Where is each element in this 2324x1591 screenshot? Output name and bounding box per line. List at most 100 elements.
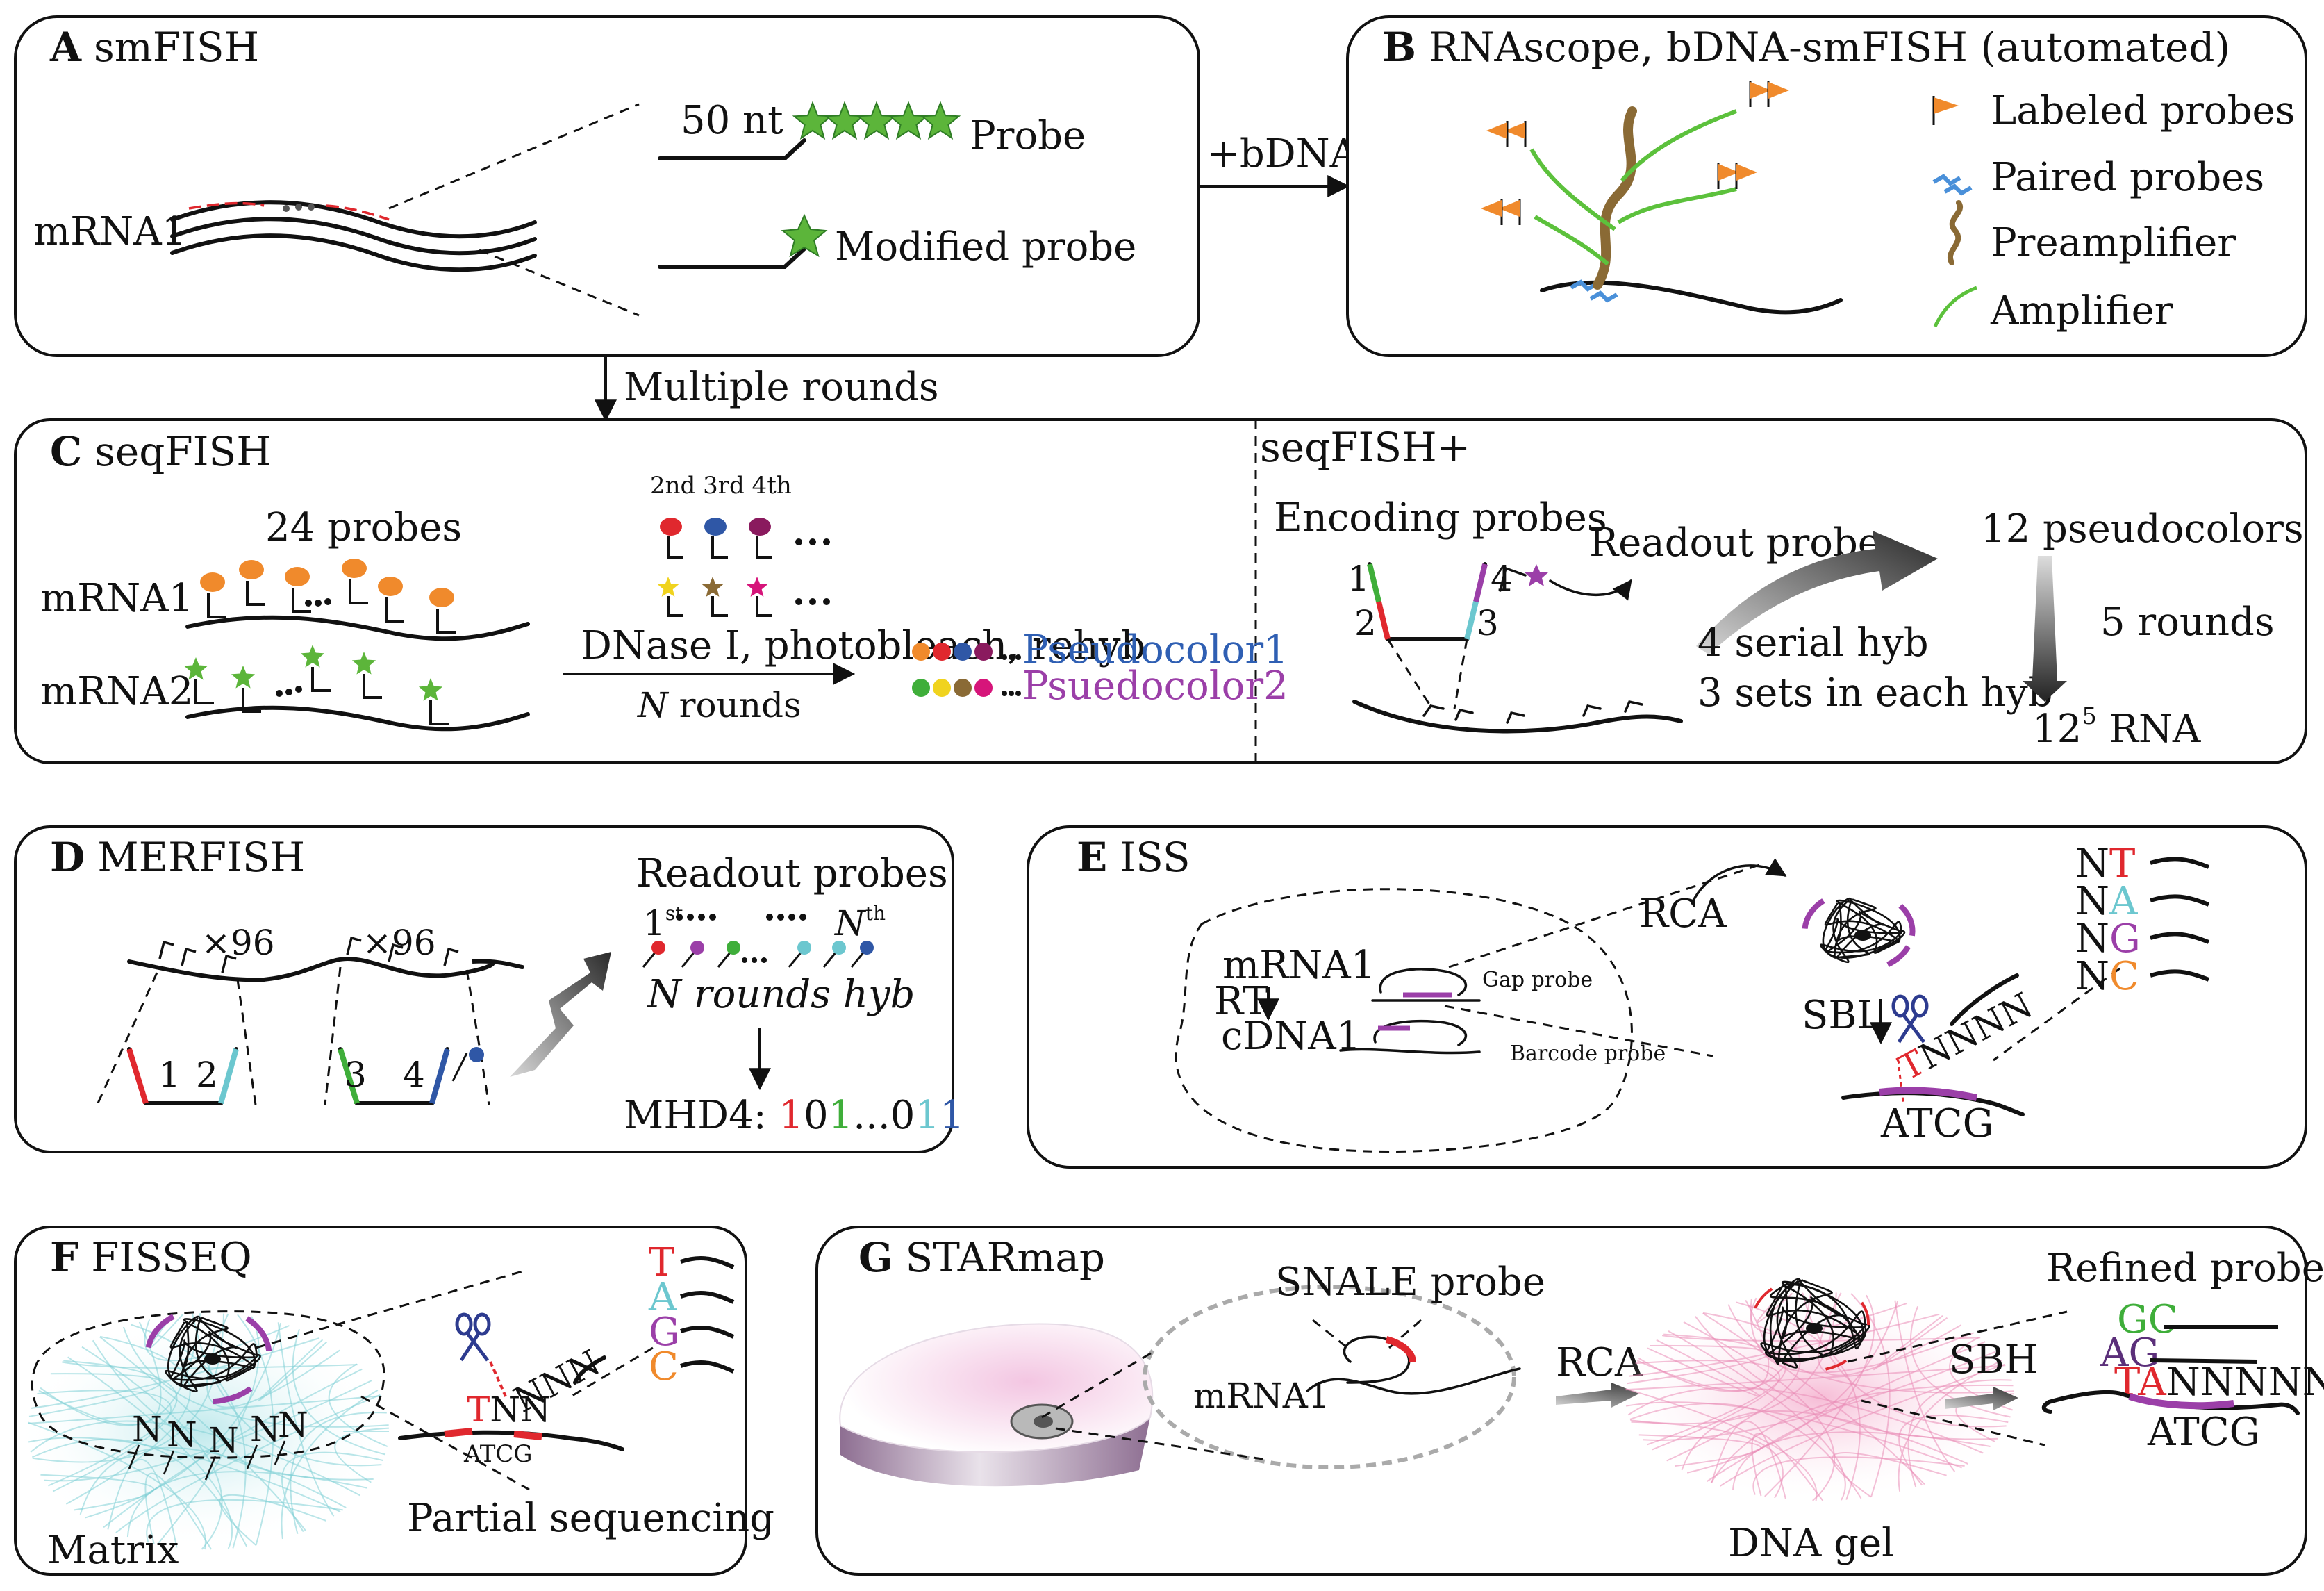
matrix-label: Matrix — [47, 1528, 179, 1573]
svg-text:MHD4: 101...011: MHD4: 101...011 — [624, 1093, 965, 1138]
n-label: N — [208, 1420, 239, 1460]
mrna1-label: mRNA1 — [40, 576, 193, 621]
cdna-label: cDNA1 — [1221, 1014, 1361, 1059]
pseudocolor-dot — [974, 679, 993, 697]
readout-dot — [727, 941, 740, 955]
base-label: A — [648, 1275, 677, 1320]
pseudocolor1-label: Pseudocolor1 — [1022, 627, 1288, 673]
svg-text:125 RNA: 125 RNA — [2032, 702, 2201, 752]
probe-graphic: 50 nt Probe Modified probe — [658, 98, 1136, 270]
orange-probe-icon — [378, 577, 404, 623]
pseudocolor-dot — [912, 679, 930, 697]
legend-preamp: Preamplifier — [1991, 220, 2236, 265]
base-label: NG — [2075, 916, 2141, 962]
flag-icon — [1932, 96, 1959, 125]
round-probe-icon — [660, 518, 683, 559]
svg-text:Nth: Nth — [834, 902, 886, 943]
lightning-arrow-icon — [510, 952, 611, 1077]
first-label: 1 — [643, 903, 665, 943]
down-arrow-icon — [2023, 556, 2067, 702]
orange-probe-icon — [200, 572, 226, 618]
n-italic: N — [637, 685, 670, 725]
pseudocolor2-label: Psuedocolor2 — [1022, 663, 1288, 709]
d-region-3: 3 — [345, 1055, 367, 1095]
n-label: N — [167, 1415, 197, 1455]
pseudocolor-dots — [912, 643, 1021, 697]
round-probe-icon — [746, 577, 772, 617]
panel-d-letter: D — [50, 834, 85, 881]
round-probe-icon — [657, 577, 683, 617]
panel-c-letter: C — [50, 428, 82, 475]
mrna2-label: mRNA2 — [40, 669, 193, 714]
d-region-4: 4 — [403, 1055, 425, 1095]
readout-dots — [676, 914, 806, 963]
star-probe-icon — [231, 666, 261, 713]
nth-sup: th — [865, 902, 886, 925]
gap-probe-label: Gap probe — [1482, 968, 1593, 992]
zigzag-icon — [1932, 174, 1973, 196]
base-label: G — [649, 1310, 680, 1355]
d-region-1: 1 — [158, 1055, 181, 1095]
n-rounds: rounds — [668, 685, 802, 725]
refined-probe-label: Refined probe — [2046, 1246, 2324, 1291]
round-probe-icon — [704, 518, 728, 559]
star-probe-icon — [351, 652, 382, 699]
readout-dot — [690, 941, 704, 955]
legend-paired: Paired probes — [1991, 155, 2264, 200]
e-mrna: mRNA1 — [1222, 943, 1375, 988]
panel-a-mrna-label: mRNA1 — [33, 209, 186, 254]
orange-probe-icon — [285, 567, 311, 613]
mrna-strands — [170, 200, 537, 272]
e-rca-label: RCA — [1639, 891, 1727, 937]
panel-e-title: ISS — [1120, 834, 1190, 881]
process-label: DNase I, photobleach, rehyb — [581, 623, 1145, 668]
svg-text:TANNNNN: TANNNNN — [2114, 1360, 2324, 1405]
readout-dot — [651, 941, 665, 955]
region-4: 4 — [1491, 559, 1513, 599]
star-icon — [781, 213, 828, 258]
g-nnnnn-label: NNNNN — [2166, 1360, 2324, 1405]
code-bit-1: 1 — [779, 1093, 804, 1138]
panel-c-frame — [14, 418, 2307, 764]
d-region-2: 2 — [196, 1055, 218, 1095]
panel-g-letter: G — [858, 1234, 893, 1281]
sets-label: 3 sets in each hyb — [1698, 670, 2052, 716]
scissors-icon — [1891, 994, 1929, 1044]
pseudocolor-dot — [974, 643, 993, 661]
region-1: 1 — [1347, 559, 1370, 599]
rounds-header: 2nd 3rd 4th — [650, 472, 792, 500]
labeled-probe-icons — [1481, 81, 1789, 225]
bdna-arrow-label: +bDNA — [1207, 131, 1359, 176]
ag-label: AG — [2100, 1330, 2159, 1376]
base-label: NA — [2075, 879, 2138, 924]
star-probe-icon — [183, 657, 214, 704]
n-label: N — [250, 1409, 281, 1449]
base-label: NC — [2075, 954, 2139, 999]
mrna2-probes — [183, 645, 449, 725]
mrna1-probes — [200, 559, 456, 634]
probes-count: 24 probes — [265, 505, 462, 550]
sbh-arrow-icon — [1945, 1387, 2018, 1410]
code-bit-4: ...0 — [853, 1093, 915, 1138]
panel-g-title: STARmap — [906, 1234, 1106, 1281]
nt-label: 50 nt — [681, 98, 783, 143]
arc-icon — [1933, 286, 1977, 328]
base-label: C — [649, 1344, 679, 1390]
panel-b-title: RNAscope, bDNA-smFISH (automated) — [1429, 24, 2230, 71]
star-probe-icon — [300, 645, 331, 692]
big-arrow-icon — [1696, 531, 1938, 654]
seqfish-plus-title: seqFISH+ — [1260, 424, 1470, 471]
gc-label: GC — [2117, 1297, 2178, 1342]
svg-text:N rounds: N rounds — [637, 685, 802, 725]
base-label: NT — [2075, 841, 2135, 887]
readout-dot — [797, 941, 811, 955]
orange-probe-icon — [342, 559, 368, 604]
barcode-probe-label: Barcode probe — [1510, 1041, 1666, 1066]
panel-a-title: smFISH — [94, 24, 259, 71]
